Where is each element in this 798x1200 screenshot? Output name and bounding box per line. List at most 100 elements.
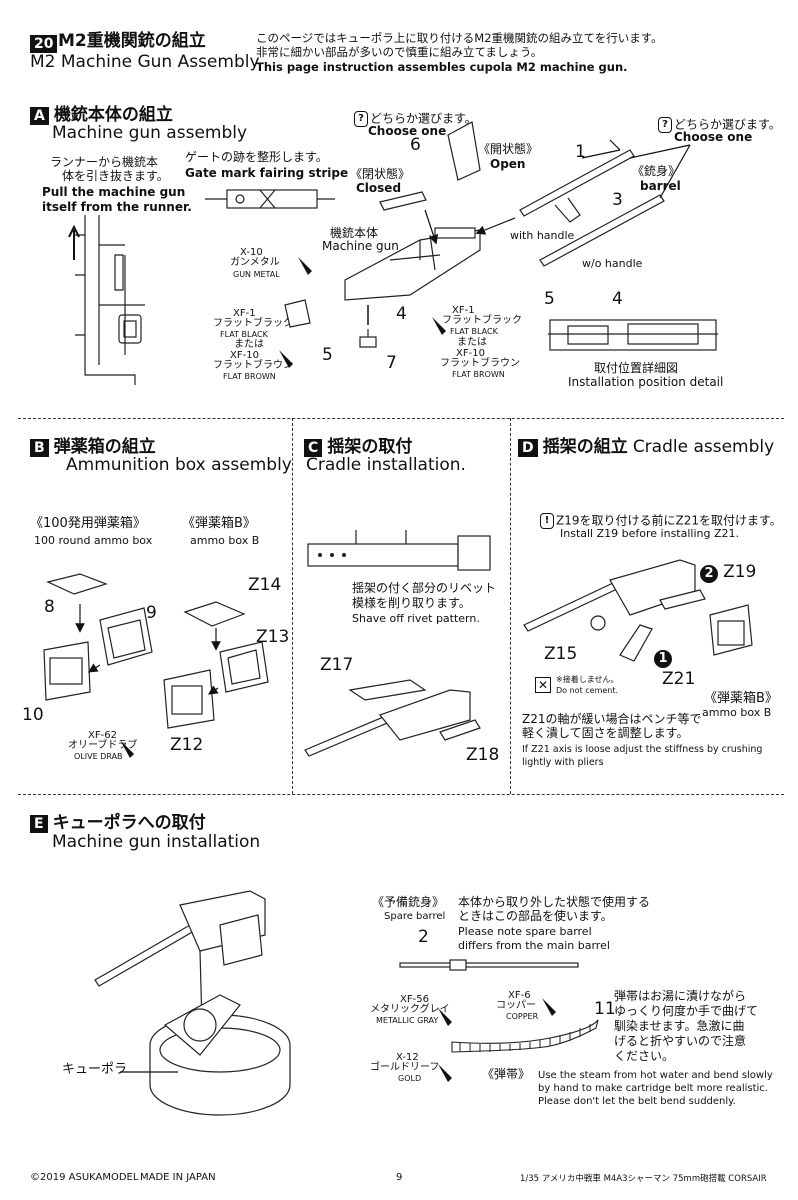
spare-barrel-illustration [399,959,579,971]
box100-label-jp: 《100発用弾薬箱》 [30,516,146,531]
loose-note-jp-1: Z21の軸が緩い場合はペンチ等で [522,712,702,726]
paint-xf10-en-2: FLAT BROWN [452,370,505,379]
part-10-label: 10 [22,705,44,725]
part-4-label: 4 [396,304,407,324]
part-z12-label: Z12 [170,735,204,755]
runner-note-jp-1: ランナーから機銃本 [50,155,159,169]
detail-part-5-label: 5 [544,289,555,309]
box100-label-en: 100 round ammo box [34,534,153,547]
paint-xf1-en: FLAT BLACK [220,330,268,339]
paint-x10-jp: ガンメタル [230,257,280,268]
no-cement-jp: ※接着しません。 [556,675,619,684]
section-e-title-en: Machine gun installation [52,832,261,852]
paint-x12-jp: ゴールドリーフ [370,1062,440,1073]
rivet-note-en: Shave off rivet pattern. [352,612,480,625]
paint-xf10-code: XF-10 [230,350,259,361]
section-a-heading: A 機銃本体の組立 [30,105,173,126]
paint-xf62-code: XF-62 [88,730,117,741]
choose-one-en: Choose one [368,124,447,138]
gate-illustration [205,189,335,209]
rivet-note-jp-2: 模様を削り取ります。 [352,596,471,610]
belt-note-jp-3: 馴染ませます。急激に曲 [614,1019,745,1033]
spare-note-en-2: differs from the main barrel [458,939,610,952]
runner-note-en-2: itself from the runner. [42,200,192,214]
detail-caption-en: Installation position detail [568,375,724,389]
choose-one-jp: ?どちらか選びます。 [354,111,477,127]
part-z15-label: Z15 [544,644,578,664]
footer-copyright: ©2019 ASUKAMODEL [30,1172,139,1183]
loose-note-en-1: If Z21 axis is loose adjust the stiffnes… [522,744,763,755]
detail-caption-jp: 取付位置詳細図 [594,361,679,375]
part-7-label: 7 [386,353,397,373]
paint-xf1-jp-2: フラットブラック [442,315,522,326]
cupola-installation-illustration [94,890,291,1116]
choose-two-jp: ?どちらか選びます。 [658,117,781,133]
brush-icon [298,257,312,275]
footer-page-number: 9 [396,1172,403,1183]
parts-4-5-7-illustration [284,299,377,348]
closed-label-jp: 《閉状態》 [350,167,411,181]
part-z21-label: Z21 [662,669,696,689]
divider-a-bottom [18,418,784,419]
order-2-z19: 2 Z19 [700,562,756,583]
d-boxb-label-en: ammo box B [702,706,772,719]
part-3-label: 3 [612,190,623,210]
section-d-heading: D 揺架の組立 Cradle assembly [518,437,774,458]
belt-note-en-1: Use the steam from hot water and bend sl… [538,1070,773,1081]
part-z17-label: Z17 [320,655,354,675]
paint-xf10-jp: フラットブラウン [213,360,293,371]
choose-two-en: Choose one [674,130,753,144]
open-label-jp: 《開状態》 [478,142,539,156]
closed-label-en: Closed [356,181,402,195]
section-b-heading: B 弾薬箱の組立 [30,437,156,458]
cradle-installation-illustration [304,679,481,757]
divider-e-top [18,794,784,795]
divider-bc [292,418,293,794]
step-desc-jp-2: 非常に細かい部品が多いので慎重に組み立てましょう。 [256,45,543,59]
cradle-assembly-illustration [523,559,753,662]
belt-note-en-3: Please don't let the belt bend suddenly. [538,1096,736,1107]
brush-icon [432,317,446,335]
paint-xf56-en: METALLIC GRAY [376,1016,439,1025]
installation-detail-illustration [548,319,718,351]
machine-gun-label-jp: 機銃本体 [330,226,379,240]
runner-note-en-1: Pull the machine gun [42,185,186,199]
paint-xf62-en: OLIVE DRAB [74,752,123,761]
part-8-label: 8 [44,597,55,617]
brush-icon [542,998,556,1016]
brush-icon [438,1064,452,1082]
open-label-en: Open [490,157,526,171]
gate-note-en: Gate mark fairing stripe [185,166,349,180]
section-b-title-en: Ammunition box assembly [66,455,292,475]
detail-part-4-label: 4 [612,289,623,309]
cupola-label: キューポラ [62,1062,128,1077]
leader-line [120,1071,178,1073]
step-badge: 20 [30,34,58,53]
belt-note-jp-4: げると折やすいので注意 [614,1034,747,1048]
brush-icon [120,740,134,758]
belt-label-jp: 《弾帯》 [482,1067,531,1081]
part-z18-label: Z18 [466,745,500,765]
d-note-jp: !Z19を取り付ける前にZ21を取付けます。 [540,513,782,529]
part-6-label: 6 [410,135,421,155]
spare-note-en-1: Please note spare barrel [458,925,592,938]
paint-xf10-code-2: XF-10 [456,348,485,359]
ammo-box-assembly-illustration [43,573,269,729]
paint-x12-code: X-12 [396,1052,419,1063]
spare-note-jp-2: ときはこの部品を使います。 [458,909,613,923]
machine-gun-label-en: Machine gun [322,239,399,253]
footer-product: 1/35 アメリカ中戦車 M4A3シャーマン 75mm砲搭載 CORSAIR [520,1174,767,1184]
order-1-marker: 1 [654,648,672,668]
machine-gun-assembly-illustration [344,121,691,301]
part-9-label: 9 [146,603,157,623]
belt-note-en-2: by hand to make cartridge belt more real… [538,1083,768,1094]
no-cement-icon: ✕ [535,675,551,693]
runner-illustration [68,215,145,385]
paint-x12-en: GOLD [398,1074,422,1083]
with-handle-label: with handle [510,229,575,242]
divider-cd [510,418,511,794]
spare-label-en: Spare barrel [384,911,446,922]
boxb-label-en: ammo box B [190,534,260,547]
barrel-label-en: barrel [640,179,681,193]
paint-xf1-jp: フラットブラック [213,318,293,329]
